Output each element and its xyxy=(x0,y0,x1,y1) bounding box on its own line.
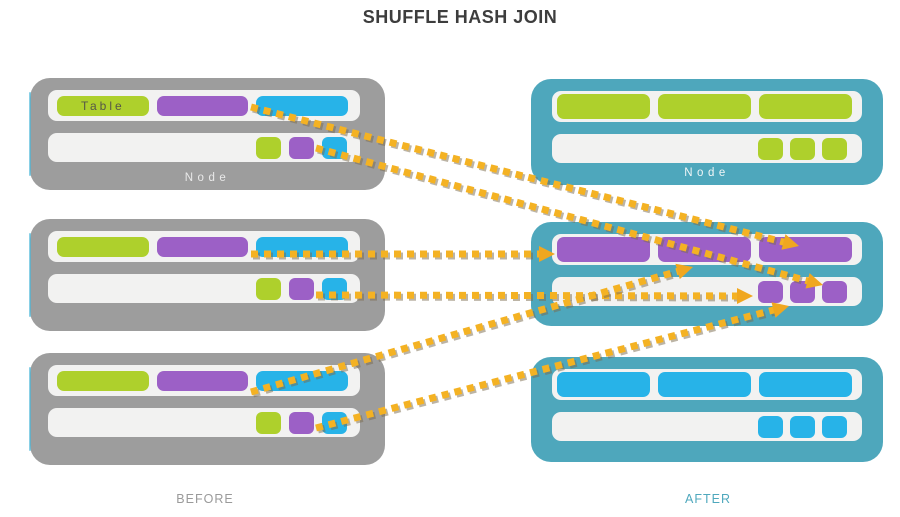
green-key-block xyxy=(790,137,815,160)
green-key-block xyxy=(758,137,783,160)
after-node-3 xyxy=(531,357,883,462)
purple-partition-segment xyxy=(658,237,751,262)
partition-row xyxy=(48,365,360,396)
after-column-label: AFTER xyxy=(685,492,731,506)
before-column-label: BEFORE xyxy=(176,492,234,506)
purple-key-block xyxy=(289,136,314,159)
key-blocks-row xyxy=(552,134,862,163)
partition-row: Table xyxy=(48,90,360,121)
blue-key-block xyxy=(822,415,847,438)
key-blocks-row xyxy=(552,277,862,306)
blue-partition-segment xyxy=(658,372,751,397)
table-label: Table xyxy=(80,98,125,113)
key-blocks-row xyxy=(552,412,862,441)
before-node-3 xyxy=(29,353,385,465)
purple-key-block xyxy=(289,277,314,300)
node-label: Node xyxy=(684,167,730,179)
diagram-title: SHUFFLE HASH JOIN xyxy=(362,7,558,27)
after-node-1: Node xyxy=(531,79,883,185)
blue-partition-segment xyxy=(256,95,349,116)
partition-row xyxy=(552,91,862,122)
purple-partition-segment xyxy=(557,237,650,262)
key-blocks-row xyxy=(48,408,360,437)
purple-key-block xyxy=(289,411,314,434)
purple-key-block xyxy=(758,280,783,303)
before-node-2 xyxy=(29,219,385,331)
key-blocks-row xyxy=(48,133,360,162)
green-partition-segment xyxy=(57,236,149,257)
key-blocks-row xyxy=(48,274,360,303)
after-node-2 xyxy=(531,222,883,326)
green-partition-segment: Table xyxy=(57,95,149,116)
green-key-block xyxy=(256,277,281,300)
purple-partition-segment xyxy=(156,370,249,391)
blue-key-block xyxy=(758,415,783,438)
blue-key-block xyxy=(322,136,347,159)
green-partition-segment xyxy=(759,94,852,119)
green-key-block xyxy=(256,136,281,159)
purple-key-block xyxy=(822,280,847,303)
green-key-block xyxy=(822,137,847,160)
purple-partition-segment xyxy=(156,95,249,116)
blue-key-block xyxy=(322,411,347,434)
blue-partition-segment xyxy=(759,372,852,397)
green-partition-segment xyxy=(57,370,149,391)
purple-partition-segment xyxy=(759,237,852,262)
green-partition-segment xyxy=(557,94,650,119)
blue-partition-segment xyxy=(256,370,349,391)
green-partition-segment xyxy=(658,94,751,119)
green-key-block xyxy=(256,411,281,434)
purple-partition-segment xyxy=(156,236,249,257)
purple-key-block xyxy=(790,280,815,303)
partition-row xyxy=(552,369,862,400)
partition-row xyxy=(48,231,360,262)
partition-row xyxy=(552,234,862,265)
node-label: Node xyxy=(184,172,231,184)
blue-key-block xyxy=(322,277,347,300)
blue-partition-segment xyxy=(256,236,349,257)
blue-key-block xyxy=(790,415,815,438)
blue-partition-segment xyxy=(557,372,650,397)
